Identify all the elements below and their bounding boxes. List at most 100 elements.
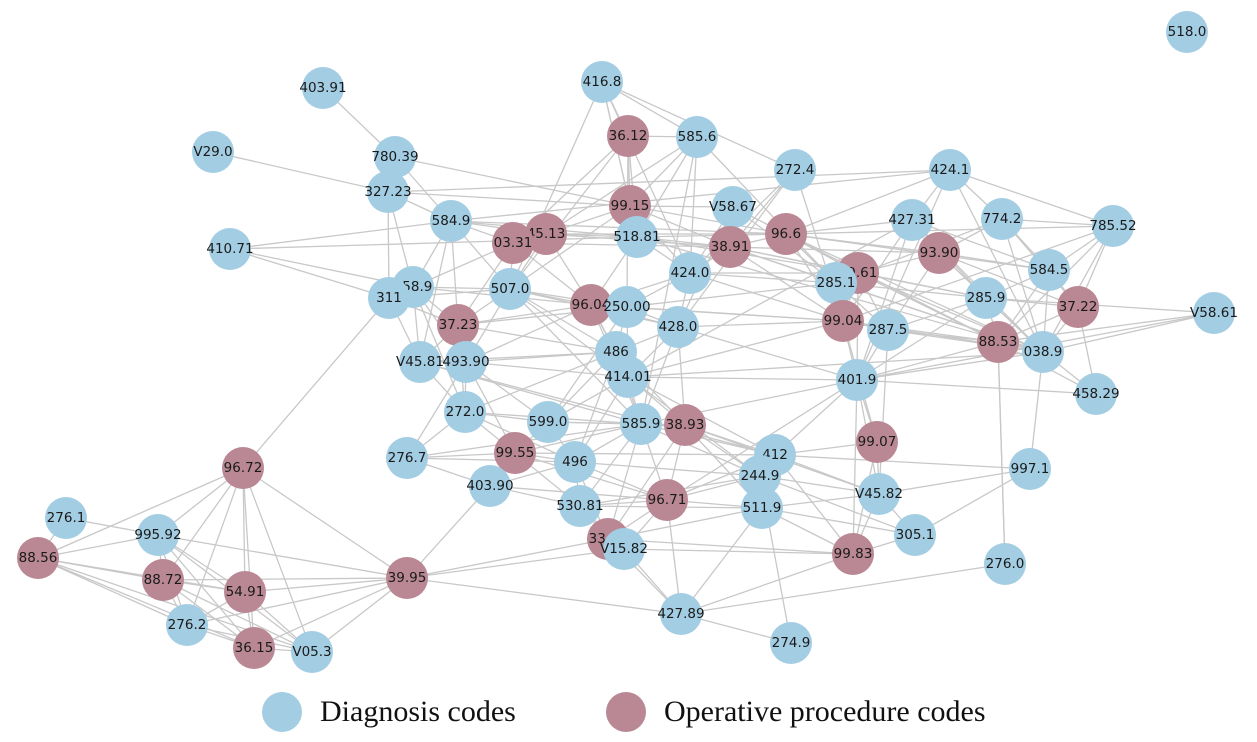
- node-45-13: 45.13: [525, 213, 567, 255]
- node-250-00: 250.00: [603, 286, 651, 328]
- node-507-0: 507.0: [489, 268, 531, 310]
- procedure-node-circle: [17, 537, 59, 579]
- node-label: 276.7: [388, 450, 427, 466]
- edge-493-90-414-01: [465, 361, 629, 378]
- procedure-swatch: [606, 692, 646, 732]
- node-label: 486: [603, 344, 629, 360]
- node-38-93: 38.93: [664, 404, 706, 446]
- edge-424-1-785-52: [949, 169, 1114, 227]
- node-511-9: 511.9: [741, 487, 783, 529]
- edge-327-23-424-1: [387, 169, 951, 193]
- node-label: 285.9: [967, 290, 1006, 306]
- edge-424-1-401-9: [856, 169, 951, 381]
- edge-428-0-99-04: [677, 320, 844, 328]
- node-label: V58.61: [1190, 305, 1238, 321]
- procedure-node-circle: [494, 432, 536, 474]
- node-label: 272.4: [776, 162, 815, 178]
- edge-311-96-72: [242, 297, 390, 469]
- edge-36-15-39-95: [253, 577, 408, 649]
- diagnosis-node-circle: [741, 487, 783, 529]
- node-774-2: 774.2: [981, 198, 1023, 240]
- node-label: 99.83: [834, 546, 873, 562]
- node-label: 96.04: [572, 297, 611, 313]
- node-label: 458.29: [1072, 386, 1119, 402]
- node-88-72: 88.72: [142, 559, 184, 601]
- legend-procedure: Operative procedure codes: [606, 692, 986, 732]
- edge-518-81-96-6: [636, 233, 787, 238]
- node-label: 39.95: [388, 570, 427, 586]
- node-label: 276.2: [168, 617, 207, 633]
- node-36-12: 36.12: [607, 115, 649, 157]
- edge-410-71-311: [229, 248, 390, 299]
- procedure-node-circle: [1057, 286, 1099, 328]
- diagnosis-node-circle: [445, 341, 487, 383]
- node-327-23: 327.23: [364, 171, 412, 213]
- node-label: 401.9: [838, 372, 877, 388]
- edge-424-1-584-9: [450, 169, 951, 222]
- node-584-5: 584.5: [1028, 249, 1070, 291]
- diagnosis-swatch: [262, 692, 302, 732]
- node-424-0: 424.0: [669, 252, 711, 294]
- edge-88-53-401-9: [856, 341, 999, 381]
- node-584-9: 584.9: [430, 200, 472, 242]
- diagnosis-node-circle: [984, 543, 1026, 585]
- edge-585-9-99-55: [514, 423, 642, 454]
- procedure-node-circle: [386, 557, 428, 599]
- diagnosis-node-circle: [581, 61, 623, 103]
- node-label: 584.9: [432, 213, 471, 229]
- diagnosis-node-circle: [894, 514, 936, 556]
- edge-244-9-305-1: [759, 475, 916, 536]
- node-label: 530.81: [556, 498, 603, 514]
- procedure-node-circle: [664, 404, 706, 446]
- diagnosis-node-circle: [209, 228, 251, 270]
- edge-276-2-39-95: [186, 577, 408, 626]
- node-label: 496: [562, 454, 588, 470]
- node-label: 274.9: [772, 635, 811, 651]
- procedure-node-circle: [709, 226, 751, 268]
- diagnosis-node-circle: [1009, 448, 1051, 490]
- node-276-0: 276.0: [984, 543, 1026, 585]
- edge-496-244-9: [574, 461, 761, 477]
- edge-38-91-99-04: [729, 246, 844, 322]
- node-label: 88.53: [979, 334, 1018, 350]
- diagnosis-node-circle: [1075, 373, 1117, 415]
- node-label: 272.0: [446, 404, 485, 420]
- procedure-node-circle: [437, 304, 479, 346]
- edge-96-72-v05-3: [242, 467, 313, 653]
- diagnosis-node-circle: [739, 455, 781, 497]
- node-label: 54.91: [226, 584, 265, 600]
- diagnosis-node-circle: [676, 116, 718, 158]
- node-96-72: 96.72: [222, 447, 264, 489]
- node-label: 511.9: [743, 500, 782, 516]
- node-label: 410.71: [206, 241, 253, 257]
- node-v58-61: V58.61: [1190, 292, 1238, 334]
- node-label: 424.1: [931, 162, 970, 178]
- diagnosis-node-circle: [1092, 205, 1134, 247]
- edge-585-9-244-9: [640, 423, 761, 477]
- diagnosis-node-circle: [660, 593, 702, 635]
- node-label: V05.3: [292, 644, 331, 660]
- edge-997-1-305-1: [914, 468, 1031, 536]
- diagnosis-node-circle: [836, 359, 878, 401]
- edge-995-92-36-15: [157, 534, 255, 649]
- diagnosis-node-circle: [386, 437, 428, 479]
- node-label: 428.0: [659, 319, 698, 335]
- edge-88-56-36-15: [37, 557, 255, 649]
- procedure-node-circle: [646, 479, 688, 521]
- edge-99-55-96-71: [514, 452, 668, 501]
- node-038-9: 038.9: [1022, 331, 1064, 373]
- diagnosis-node-circle: [981, 198, 1023, 240]
- edge-v29-0-327-23: [212, 151, 389, 193]
- node-410-71: 410.71: [206, 228, 254, 270]
- node-96-6: 96.6: [765, 213, 807, 255]
- node-label: 03.31: [494, 235, 533, 251]
- edge-99-04-414-01: [627, 320, 844, 378]
- node-label: 96.72: [224, 460, 263, 476]
- node-518-81: 518.81: [613, 216, 661, 258]
- node-03-31: 03.31: [492, 222, 534, 264]
- edge-37-23-486: [457, 324, 617, 353]
- node-label: 327.23: [364, 184, 411, 200]
- node-39-95: 39.95: [386, 557, 428, 599]
- node-label: 311: [376, 290, 402, 306]
- node-274-9: 274.9: [770, 622, 812, 664]
